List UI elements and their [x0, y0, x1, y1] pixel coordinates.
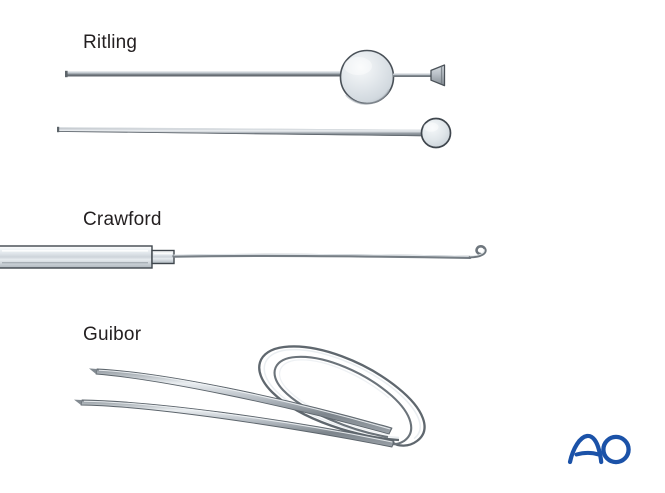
instrument-label-guibor: Guibor	[83, 324, 142, 345]
instrument-guibor	[74, 345, 426, 448]
instrument-label-ritling: Ritling	[83, 32, 138, 53]
instrument-crawford	[0, 245, 487, 269]
ao-logo	[566, 430, 636, 468]
ao-logo-icon	[567, 433, 631, 465]
instrument-label-crawford: Crawford	[83, 209, 162, 230]
instrument-ritling-upper	[65, 49, 446, 105]
instrument-ritling-lower	[57, 117, 452, 149]
